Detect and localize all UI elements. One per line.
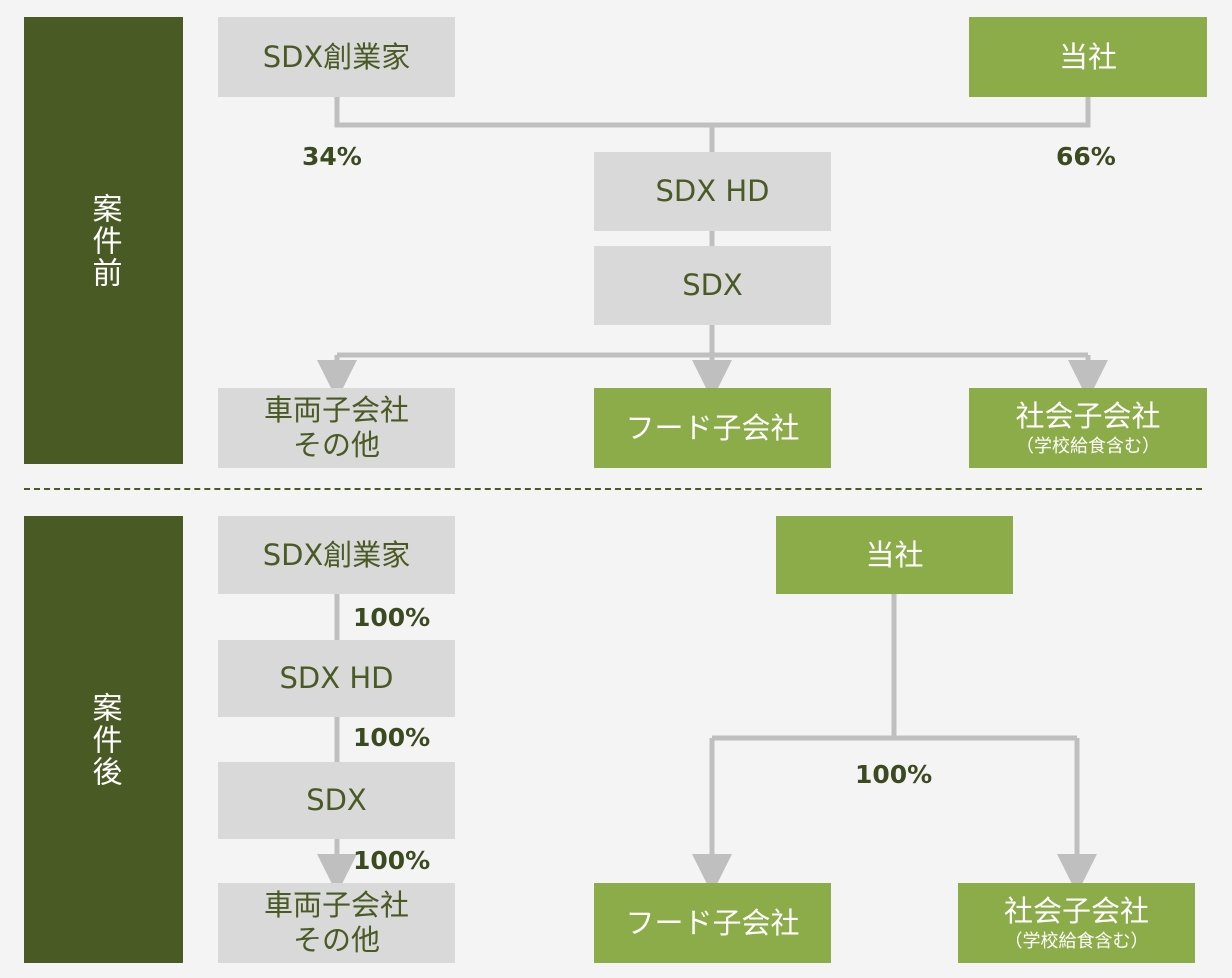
before-company-pct: 66%	[1056, 142, 1116, 171]
after-company-subs-pct: 100%	[855, 760, 933, 789]
before-hd-box: SDX HD	[594, 152, 831, 231]
after-food-box: フード子会社	[594, 883, 831, 963]
after-company-box: 当社	[776, 516, 1013, 594]
after-hd-box: SDX HD	[218, 640, 455, 717]
after-social-box: 社会子会社 （学校給食含む）	[958, 883, 1195, 963]
after-founder-hd-pct: 100%	[353, 603, 431, 632]
before-founder-pct: 34%	[302, 142, 362, 171]
before-section-label: 案件前	[24, 17, 183, 464]
section-divider	[24, 488, 1202, 490]
before-founder-line	[334, 97, 712, 128]
after-section-label: 案件後	[24, 516, 183, 963]
before-founder-box: SDX創業家	[218, 17, 455, 97]
after-vehicle-box: 車両子会社 その他	[218, 883, 455, 963]
after-sdx-vehicle-pct: 100%	[353, 846, 431, 875]
after-founder-box: SDX創業家	[218, 516, 455, 594]
after-sdx-box: SDX	[218, 762, 455, 839]
before-company-line	[712, 97, 1091, 128]
before-social-box: 社会子会社 （学校給食含む）	[969, 388, 1207, 468]
before-sdx-box: SDX	[594, 246, 831, 325]
after-hd-sdx-pct: 100%	[353, 723, 431, 752]
before-food-box: フード子会社	[594, 388, 831, 468]
before-vehicle-box: 車両子会社 その他	[218, 388, 455, 468]
before-company-box: 当社	[969, 17, 1207, 97]
